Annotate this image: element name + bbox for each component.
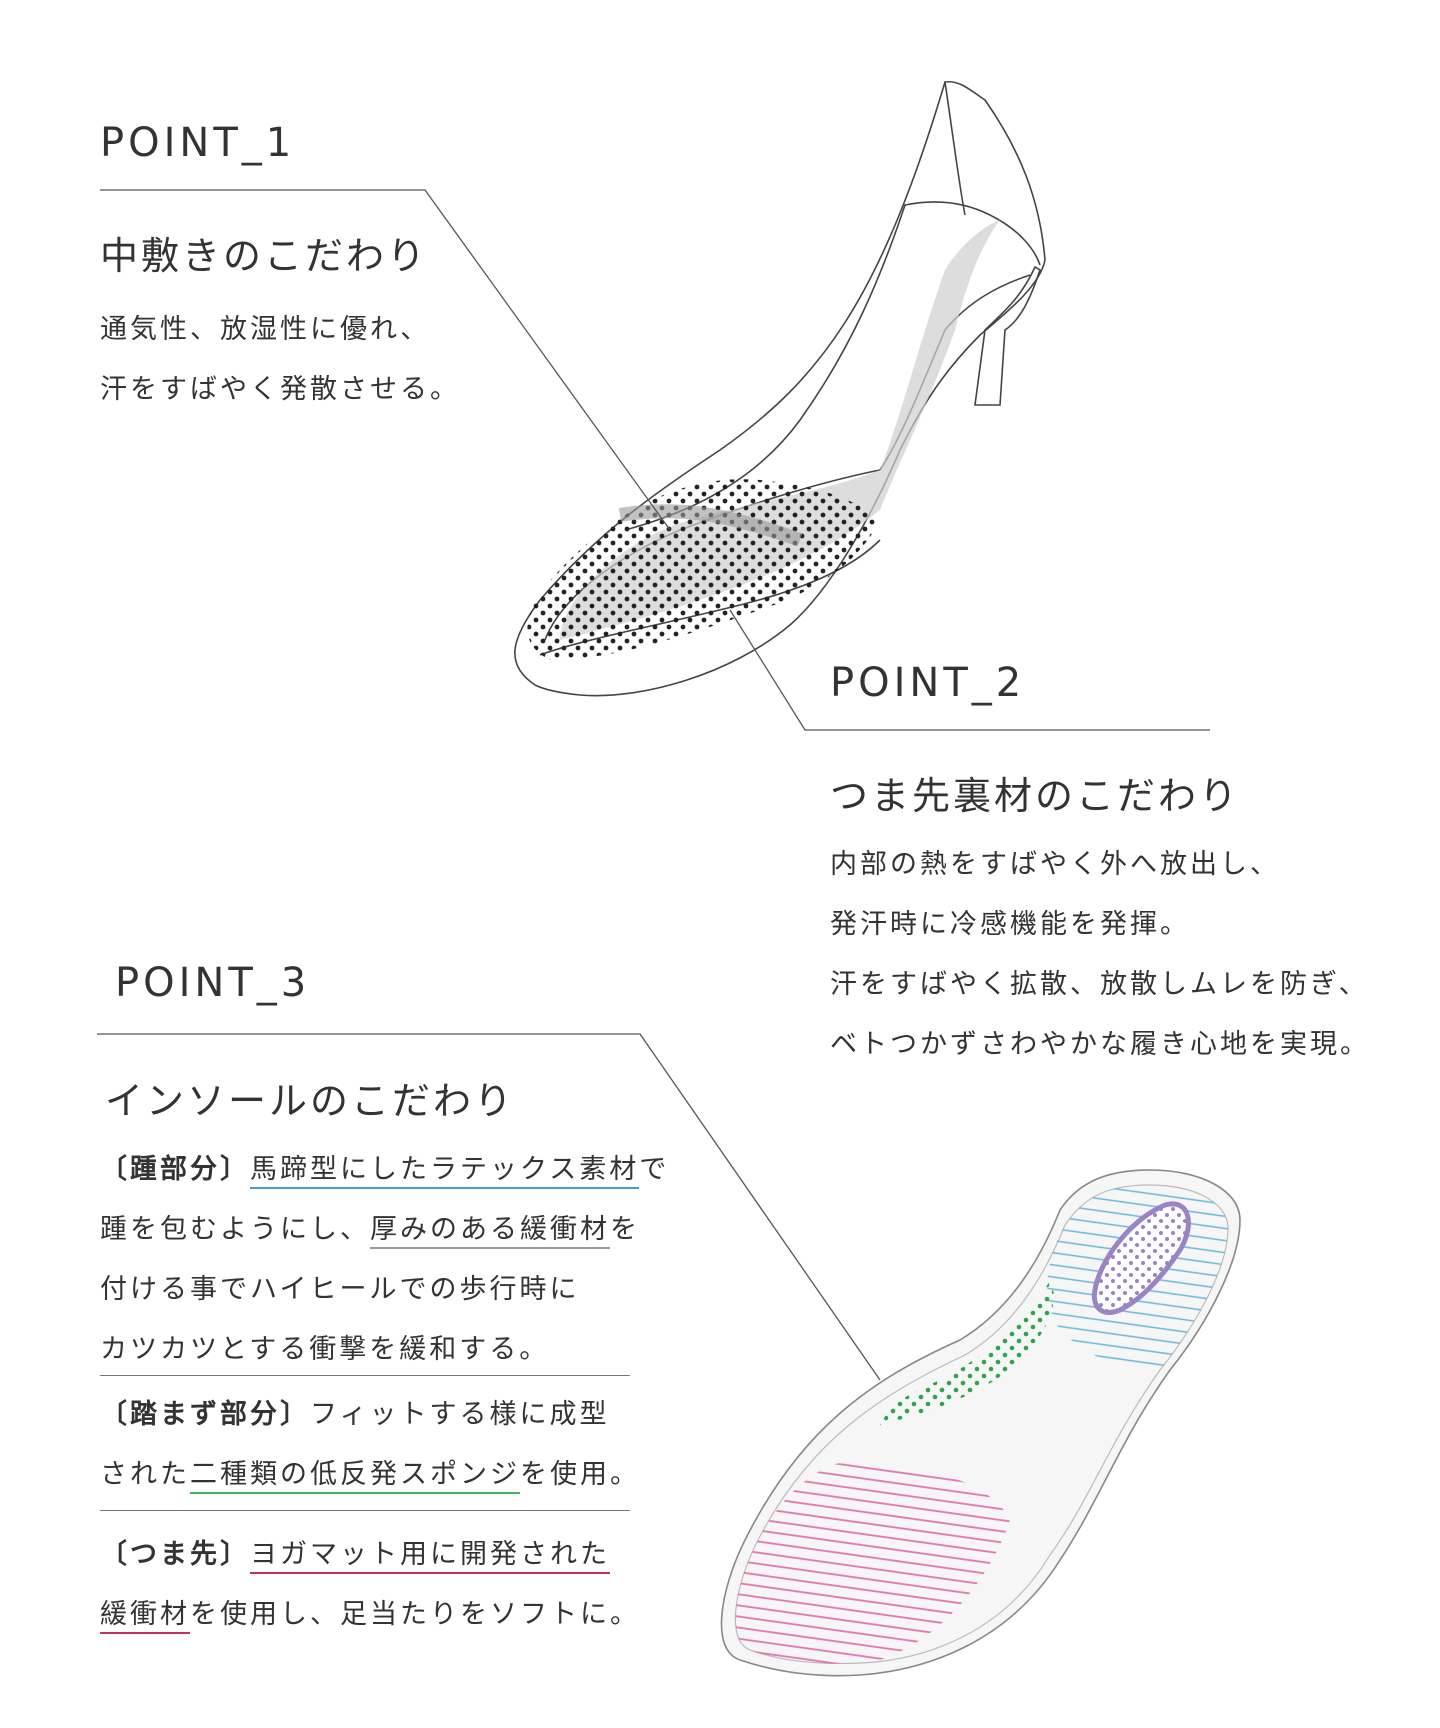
toe-highlight-1: ヨガマット用に開発された [250,1539,610,1574]
point2-line: ベトつかずさわやかな履き心地を実現。 [830,1029,1370,1060]
point1-line: 通気性、放湿性に優れ、 [100,314,431,345]
heel-text: を [610,1214,640,1245]
point2-label: POINT_2 [830,660,1026,706]
heel-text: 踵を包むようにし、 [100,1214,370,1245]
point2-line: 内部の熱をすばやく外へ放出し、 [830,849,1280,880]
heel-text: 付ける事でハイヒールでの歩行時に [100,1274,580,1305]
arch-text: された [100,1459,190,1490]
point2-line: 発汗時に冷感機能を発揮。 [830,909,1190,940]
point1-heading: 中敷きのこだわり [100,234,429,278]
heel-tag: 〔踵部分〕 [100,1154,250,1185]
arch-tag: 〔踏まず部分〕 [100,1399,310,1430]
point3-label: POINT_3 [115,960,311,1006]
point2-body: 内部の熱をすばやく外へ放出し、 発汗時に冷感機能を発揮。 汗をすばやく拡散、放散… [830,835,1370,1075]
point1-line: 汗をすばやく発散させる。 [100,374,460,405]
divider [100,1375,630,1376]
arch-text: を使用。 [520,1459,640,1490]
arch-section: 〔踏まず部分〕フィットする様に成型 された二種類の低反発スポンジを使用。 [100,1385,640,1505]
point2-heading: つま先裏材のこだわり [830,774,1241,818]
arch-text: フィットする様に成型 [310,1399,610,1430]
point3-heading: インソールのこだわり [105,1079,516,1123]
heel-highlight-2: 厚みのある緩衝材 [370,1214,610,1249]
point1-body: 通気性、放湿性に優れ、 汗をすばやく発散させる。 [100,300,460,420]
toe-section: 〔つま先〕ヨガマット用に開発された 緩衝材を使用し、足当たりをソフトに。 [100,1525,640,1645]
point1-label: POINT_1 [100,120,296,166]
heel-section: 〔踵部分〕馬蹄型にしたラテックス素材で 踵を包むようにし、厚みのある緩衝材を 付… [100,1140,669,1380]
heel-text: カツカツとする衝撃を緩和する。 [100,1334,550,1365]
toe-text: を使用し、足当たりをソフトに。 [190,1599,640,1630]
toe-highlight-2: 緩衝材 [100,1599,190,1634]
toe-tag: 〔つま先〕 [100,1539,250,1570]
heel-highlight-1: 馬蹄型にしたラテックス素材 [250,1154,640,1189]
insole-illustration [720,1169,1241,1677]
heel-text: で [639,1154,670,1185]
point2-line: 汗をすばやく拡散、放散しムレを防ぎ、 [830,969,1369,1000]
divider [100,1510,630,1511]
arch-highlight: 二種類の低反発スポンジ [190,1459,520,1494]
leader-lines [97,189,1210,1381]
